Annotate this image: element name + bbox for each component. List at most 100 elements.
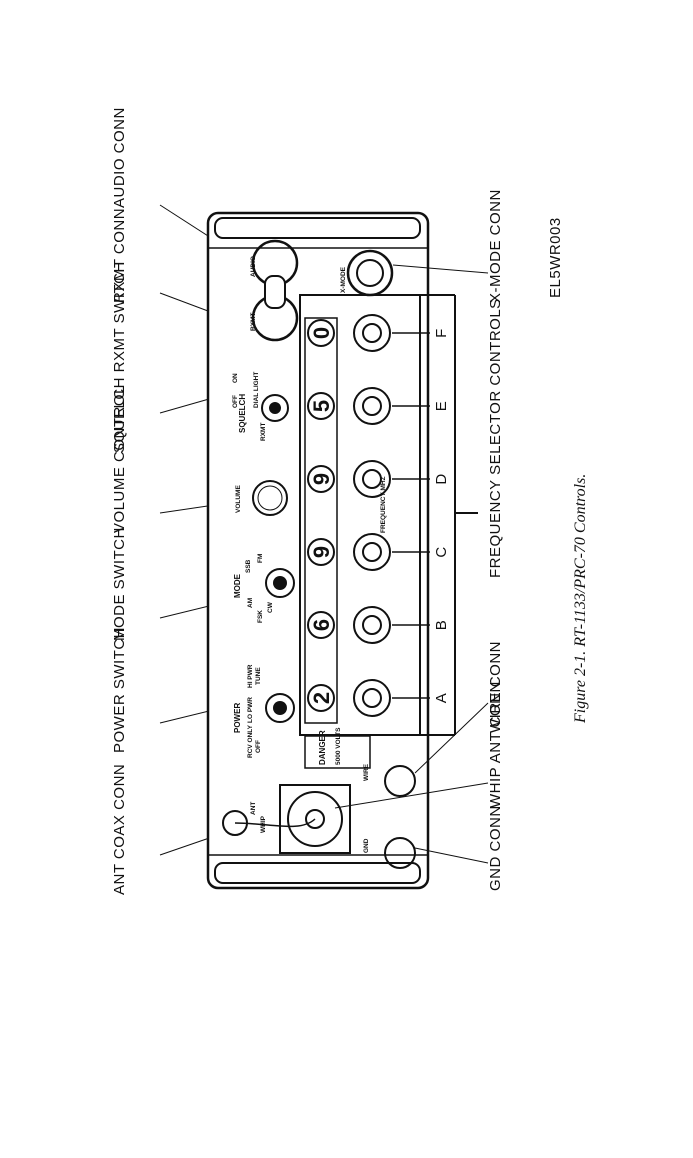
frequency-knob-center (362, 396, 382, 416)
squelch-pos-off: OFF (232, 395, 239, 408)
mode-title: MODE (233, 573, 242, 598)
frequency-knob[interactable] (353, 679, 391, 717)
callout-audio-conn: AUDIO CONN (111, 107, 128, 208)
volume-knob (252, 480, 288, 516)
callouts-bottom: GND CONN WHIP ANT CONN WIRE CONN FREQUEN… (334, 189, 504, 891)
right-handle (214, 217, 421, 239)
leader-gnd (414, 847, 489, 864)
squelch-pos-rxmt: RXMT (260, 423, 267, 441)
gnd-text: GND (363, 838, 370, 853)
knob-letters: A B C D E F (392, 328, 450, 703)
dust-cap-link (264, 275, 286, 309)
frequency-knob[interactable] (353, 460, 391, 498)
leader-xmode (392, 264, 489, 274)
callout-ant-coax-conn: ANT COAX CONN (111, 764, 128, 895)
frequency-digit: 6 (309, 619, 334, 631)
mode-pos-cw: CW (267, 601, 274, 613)
digit-ring (307, 684, 335, 712)
frequency-knob[interactable] (353, 606, 391, 644)
whip-plate (279, 784, 351, 854)
squelch-knob-center (269, 402, 281, 414)
mode-knob-center (273, 576, 287, 590)
callout-x-mode-conn: X-MODE CONN (487, 189, 504, 303)
upper-controls: POWER RCV ONLY LO PWR HI PWR OFF TUNE MO… (232, 372, 295, 758)
digit-window (304, 317, 338, 724)
power-pos-hi: HI PWR (247, 664, 254, 688)
callout-rxmt-conn: RXMT CONN (111, 208, 128, 303)
callout-mode-switch: MODE SWITCH (111, 527, 128, 641)
frequency-digit: 5 (309, 400, 334, 412)
whip-wire (234, 818, 316, 828)
danger-volts-text: 5000 VOLTS (335, 727, 342, 765)
frequency-knob-center (362, 542, 382, 562)
knob-letter: B (433, 620, 450, 631)
digit-ring (307, 319, 335, 347)
volume-text: VOLUME (235, 485, 242, 513)
left-handle (214, 862, 421, 884)
frequency-knob-center (362, 469, 382, 489)
squelch-pos-on: ON (232, 373, 239, 383)
frequency-digit: 9 (309, 473, 334, 485)
squelch-title: SQUELCH (238, 394, 247, 433)
callout-power-switch: POWER SWITCH (111, 627, 128, 753)
callout-whip-ant-conn: WHIP ANT CONN (487, 681, 504, 808)
digit-ring (307, 611, 335, 639)
mode-pos-fm: FM (257, 554, 264, 563)
power-pos-rcv: RCV ONLY (247, 724, 254, 758)
figure-caption: Figure 2-1. RT-1133/PRC-70 Controls. (572, 474, 589, 724)
gnd-connector (384, 837, 416, 869)
frequency-knobs (353, 314, 391, 717)
knob-letter: D (433, 473, 450, 484)
digit-ring (307, 465, 335, 493)
mode-pos-fsk: FSK (257, 610, 264, 623)
frequency-knob[interactable] (353, 314, 391, 352)
callout-volume-control: VOLUME CONTROL (111, 385, 128, 533)
frequency-digit: 9 (309, 546, 334, 558)
mode-knob (265, 568, 295, 598)
knob-letter: E (433, 401, 450, 412)
frequency-subpanel (299, 294, 421, 736)
callout-gnd-conn: GND CONN (487, 805, 504, 891)
figure-id: EL5WR003 (547, 217, 564, 298)
danger-text: DANGER (318, 730, 327, 765)
wire-text: WIRE (363, 763, 370, 781)
power-knob-center (273, 701, 287, 715)
knob-letter: C (433, 546, 450, 557)
callouts-top: ANT COAX CONN POWER SWITCH MODE SWITCH V… (111, 107, 128, 895)
callout-squelch-rxmt-switch: SQUELCH RXMT SWITCH (111, 261, 128, 453)
knob-letter: F (433, 328, 450, 338)
frequency-knob[interactable] (353, 387, 391, 425)
radio-panel: ANT WHIP GND WIRE POWER RCV ONLY LO PWR … (206, 211, 430, 890)
squelch-pos-dial: DIAL LIGHT (253, 372, 260, 408)
knob-letter: A (433, 693, 450, 704)
frequency-knob-center (362, 615, 382, 635)
ant-text: ANT (250, 802, 257, 815)
wire-connector (384, 765, 416, 797)
rotated-figure: ANT COAX CONN POWER SWITCH MODE SWITCH V… (111, 107, 589, 895)
power-pos-tune: TUNE (255, 667, 262, 685)
callout-wire-conn: WIRE CONN (487, 641, 504, 733)
ant-coax-conn-label: ANT COAX CONN (111, 764, 128, 895)
power-title: POWER (233, 703, 242, 733)
mode-pos-ssb: SSB (245, 559, 252, 573)
squelch-knob (261, 394, 289, 422)
frequency-knob[interactable] (353, 533, 391, 571)
xmode-text: X-MODE (340, 266, 347, 293)
mode-pos-am: AM (247, 598, 254, 608)
frequency-knob-center (362, 688, 382, 708)
frequency-digit: 2 (309, 692, 334, 704)
power-pos-off: OFF (255, 740, 262, 753)
volume-knob-inner (257, 485, 283, 511)
leader-wire (414, 702, 489, 774)
frequency-digits: 2 6 9 9 5 0 (307, 319, 335, 712)
digit-ring (307, 392, 335, 420)
power-pos-lo: LO PWR (247, 697, 254, 723)
frequency-mhz-text: FREQUENCY MHZ (380, 476, 387, 533)
leader-whip (334, 782, 489, 809)
frequency-digit: 0 (309, 327, 334, 339)
digit-ring (307, 538, 335, 566)
whip-ring (287, 791, 343, 847)
danger-plate (304, 735, 371, 769)
